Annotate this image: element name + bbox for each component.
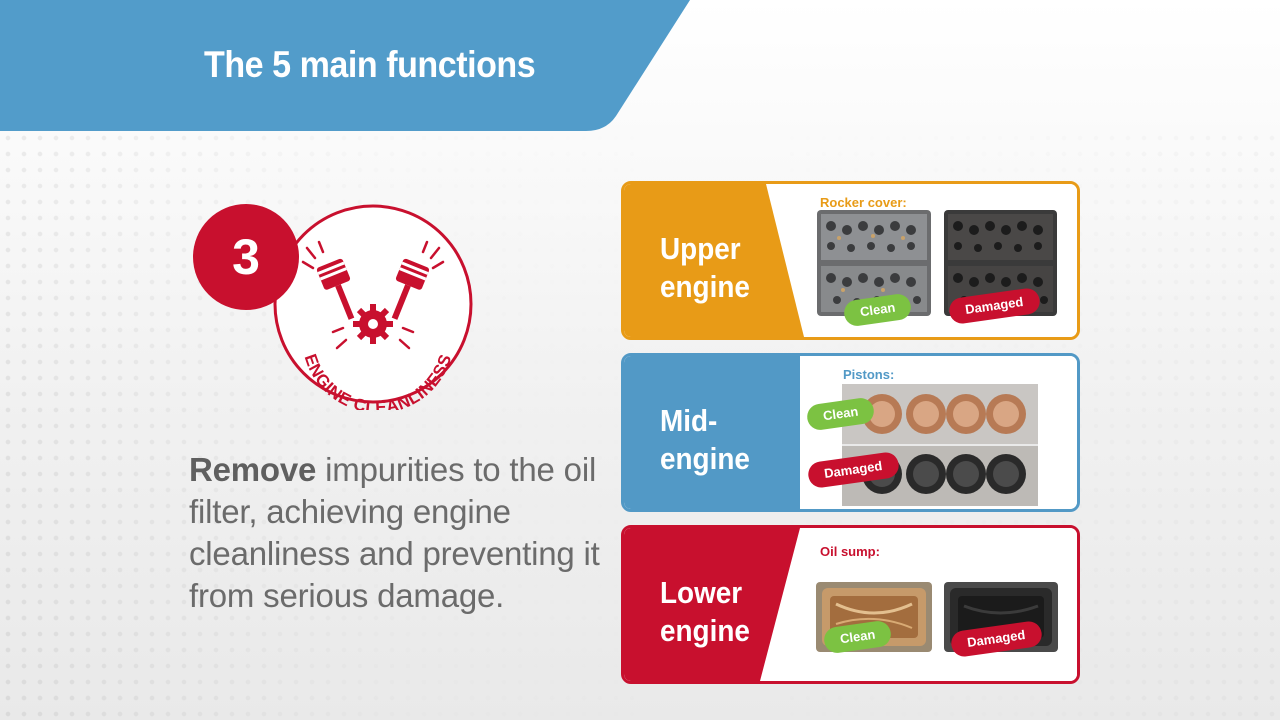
engine-cleanliness-badge: 3 (193, 200, 483, 417)
pistons-gear-icon (301, 240, 445, 350)
card-mid-engine: Mid-engine Pistons: Clean Damaged (621, 353, 1080, 512)
card-subtitle: Rocker cover: (820, 195, 907, 210)
pistons-photo (842, 384, 1038, 506)
card-subtitle: Pistons: (843, 367, 895, 382)
title-banner (0, 0, 690, 131)
description-text: Remove impurities to the oil filter, ach… (189, 449, 609, 617)
card-label: Mid-engine (660, 403, 750, 476)
card-subtitle: Oil sump: (820, 544, 880, 559)
page-title: The 5 main functions (204, 44, 536, 85)
description-rest: impurities to the oil filter, achieving … (189, 451, 600, 614)
rocker-cover-clean-photo (817, 210, 931, 316)
badge-number: 3 (232, 229, 260, 285)
description-bold: Remove (189, 451, 317, 488)
